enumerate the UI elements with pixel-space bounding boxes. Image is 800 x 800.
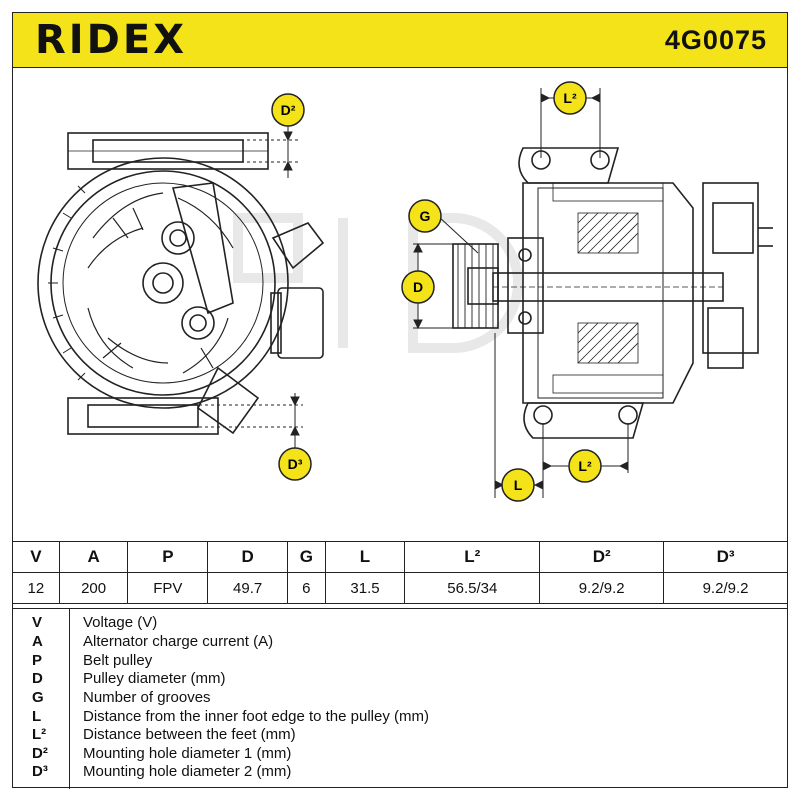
legend-symbol: L²: [32, 726, 47, 743]
d2-top-badge: [271, 93, 305, 127]
spec-header-a: A: [58, 541, 129, 573]
spec-value-p: FPV: [127, 572, 209, 604]
spec-value-d3: 9.2/9.2: [663, 572, 788, 604]
spec-table: V A P D G L L² D² D³ 12 200 FPV 49.7 6 3…: [12, 541, 788, 604]
legend-symbol: D: [32, 670, 43, 687]
watermark: [233, 213, 523, 353]
spec-header-d: D: [207, 541, 289, 573]
spec-value-a: 200: [58, 572, 129, 604]
spec-header-l2: L²: [404, 541, 541, 573]
d3-bottom-label: D³: [288, 456, 303, 472]
legend-item: D² Mounting hole diameter 1 (mm): [12, 745, 788, 763]
spec-value-l2: 56.5/34: [404, 572, 541, 604]
spec-header-l: L: [324, 541, 406, 573]
g-badge: [408, 199, 442, 233]
legend-description: Belt pulley: [83, 652, 153, 669]
d-label: D: [413, 279, 423, 295]
legend-symbol: D²: [32, 745, 48, 762]
spec-header-d2: D²: [539, 541, 665, 573]
spec-value-g: 6: [287, 572, 326, 604]
header-bar: RIDEX 4G0075: [12, 12, 788, 68]
l-label: L: [514, 477, 523, 493]
spec-value-d2: 9.2/9.2: [539, 572, 665, 604]
alternator-front-view: [37, 132, 325, 435]
legend-symbol: D³: [32, 763, 48, 780]
l2-top-label: L²: [563, 90, 577, 106]
spec-header-d3: D³: [663, 541, 788, 573]
legend-description: Voltage (V): [83, 614, 158, 631]
legend-symbol: L: [32, 708, 42, 725]
legend-item: V Voltage (V): [12, 614, 788, 632]
legend-symbol: P: [32, 652, 43, 669]
legend: V Voltage (V) A Alternator charge curren…: [12, 608, 788, 789]
spec-header-v: V: [12, 541, 60, 573]
spec-value-row: 12 200 FPV 49.7 6 31.5 56.5/34 9.2/9.2 9…: [12, 572, 788, 604]
d3-bottom-badge: [278, 447, 312, 481]
legend-item: G Number of grooves: [12, 689, 788, 707]
l2-bottom-badge: [568, 449, 602, 483]
g-label: G: [420, 208, 431, 224]
spec-value-l: 31.5: [324, 572, 406, 604]
legend-item: L Distance from the inner foot edge to t…: [12, 708, 788, 726]
spec-header-g: G: [287, 541, 326, 573]
legend-item: D Pulley diameter (mm): [12, 670, 788, 688]
spec-header-row: V A P D G L L² D² D³: [12, 541, 788, 573]
legend-item: D³ Mounting hole diameter 2 (mm): [12, 763, 788, 781]
part-number: 4G0075: [664, 25, 767, 55]
brand-logo: RIDEX: [35, 17, 188, 63]
alternator-section-view: [452, 147, 773, 439]
technical-drawing: D² D³: [37, 81, 773, 502]
legend-description: Pulley diameter (mm): [83, 670, 226, 687]
legend-divider: [69, 609, 70, 789]
spec-header-p: P: [127, 541, 209, 573]
legend-symbol: G: [32, 689, 44, 706]
legend-description: Distance between the feet (mm): [83, 726, 296, 743]
dimension-d2-top: [163, 118, 298, 178]
legend-description: Distance from the inner foot edge to the…: [83, 708, 429, 725]
dimension-g: [437, 215, 479, 254]
legend-description: Mounting hole diameter 1 (mm): [83, 745, 292, 762]
legend-symbol: V: [32, 614, 43, 631]
l-badge: [501, 468, 535, 502]
legend-item: P Belt pulley: [12, 652, 788, 670]
d-badge: [401, 270, 435, 304]
legend-description: Alternator charge current (A): [83, 633, 274, 650]
spec-value-d: 49.7: [207, 572, 289, 604]
legend-item: L² Distance between the feet (mm): [12, 726, 788, 744]
legend-description: Number of grooves: [83, 689, 211, 706]
dimension-d3-bottom: [163, 393, 303, 448]
l2-top-badge: [553, 81, 587, 115]
spec-value-v: 12: [12, 572, 60, 604]
l2-bottom-label: L²: [578, 458, 592, 474]
legend-description: Mounting hole diameter 2 (mm): [83, 763, 292, 780]
legend-item: A Alternator charge current (A): [12, 633, 788, 651]
legend-symbol: A: [32, 633, 43, 650]
d2-top-label: D²: [281, 102, 296, 118]
